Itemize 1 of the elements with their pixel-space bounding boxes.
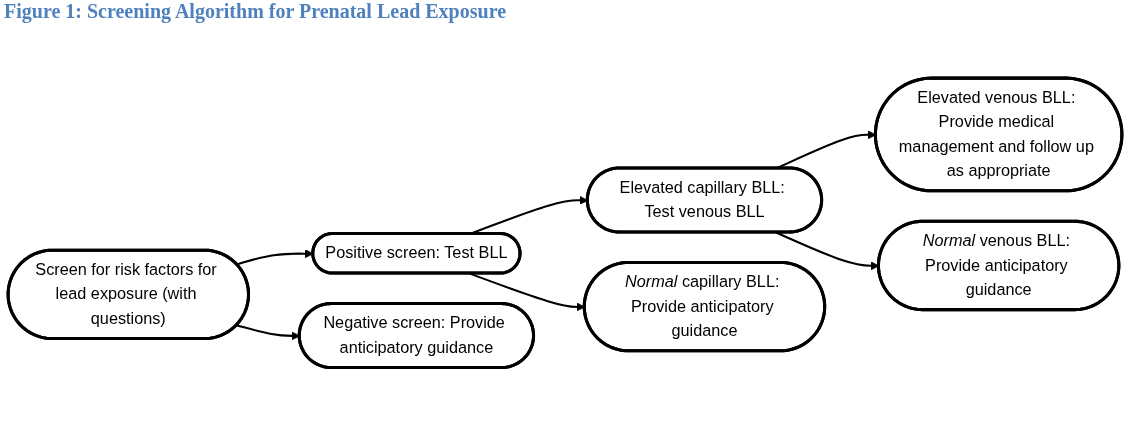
figure-title: Figure 1: Screening Algorithm for Prenatal Lead Exposure [4, 0, 507, 23]
